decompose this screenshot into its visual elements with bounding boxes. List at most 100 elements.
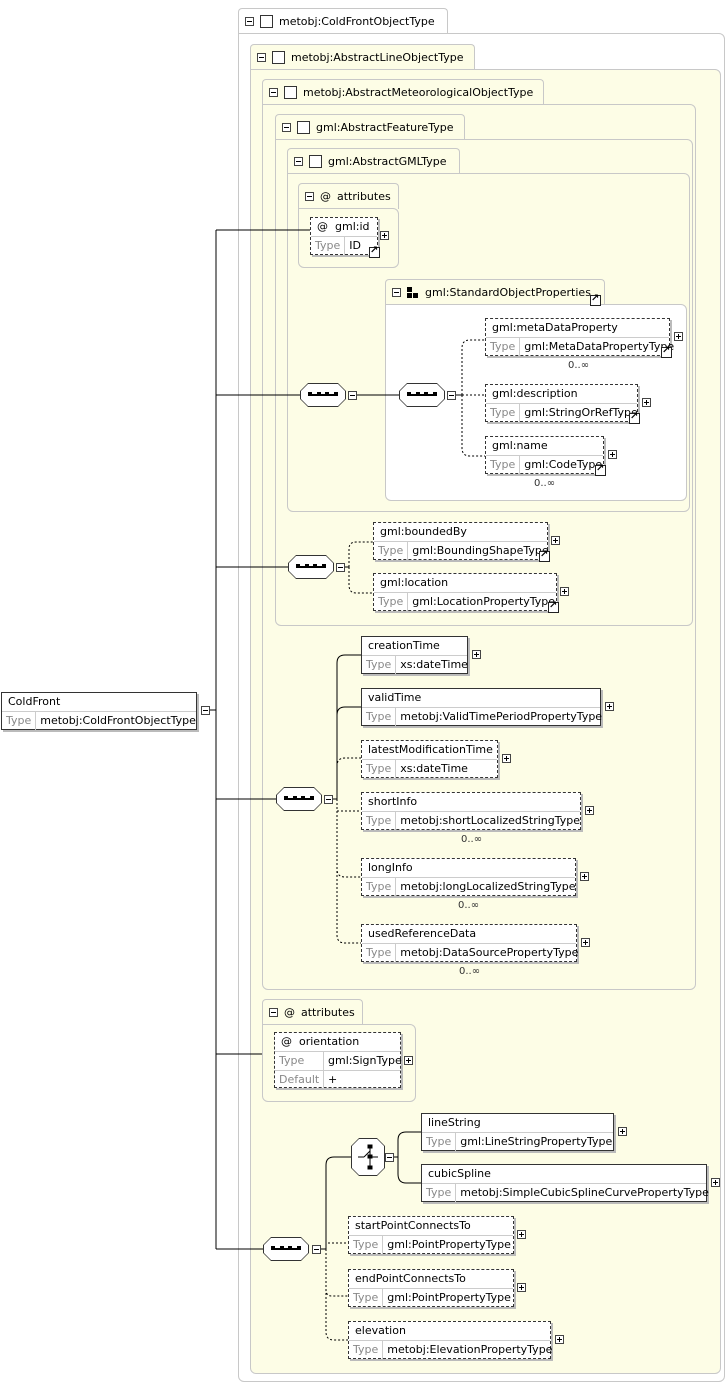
element-name: startPointConnectsTo xyxy=(355,1219,471,1232)
element-name: endPointConnectsTo xyxy=(355,1272,466,1285)
sequence-compositor[interactable] xyxy=(399,383,445,407)
element-name: gml:description xyxy=(492,387,578,400)
expand-icon[interactable] xyxy=(555,1335,564,1344)
link-arrow-icon[interactable] xyxy=(548,600,559,613)
collapse-icon[interactable] xyxy=(447,391,456,400)
choice-compositor[interactable] xyxy=(351,1138,385,1176)
expand-icon[interactable] xyxy=(404,1056,413,1065)
sequence-compositor[interactable] xyxy=(288,555,334,579)
expand-icon[interactable] xyxy=(502,754,511,763)
at-icon: @ xyxy=(284,1006,295,1019)
collapse-icon[interactable] xyxy=(245,17,254,26)
expand-icon[interactable] xyxy=(711,1178,720,1187)
attribute-default: + xyxy=(328,1073,338,1086)
link-arrow-icon[interactable] xyxy=(539,549,550,562)
expand-icon[interactable] xyxy=(517,1230,526,1239)
expand-icon[interactable] xyxy=(618,1127,627,1136)
cardinality: 0..∞ xyxy=(458,900,480,911)
collapse-icon[interactable] xyxy=(348,391,357,400)
collapse-icon[interactable] xyxy=(336,563,345,572)
type-label: Type xyxy=(311,237,346,255)
collapse-icon[interactable] xyxy=(324,795,333,804)
type-label: Type xyxy=(362,878,397,896)
element-type: gml:CodeType xyxy=(524,458,603,471)
element-type: metobj:DataSourcePropertyType xyxy=(400,946,579,959)
type-label: Type xyxy=(374,593,409,611)
tab-attributes[interactable]: @ attributes xyxy=(298,183,399,209)
expand-icon[interactable] xyxy=(674,332,683,341)
link-arrow-icon[interactable] xyxy=(661,345,672,358)
tab-attributes[interactable]: @ attributes xyxy=(262,999,363,1025)
element-name: elevation xyxy=(355,1324,406,1337)
collapse-icon[interactable] xyxy=(257,53,266,62)
element-name: gml:location xyxy=(380,576,449,589)
expand-icon[interactable] xyxy=(380,231,389,240)
collapse-icon[interactable] xyxy=(269,1008,278,1017)
expand-icon[interactable] xyxy=(608,450,617,459)
tab-standard-object-properties[interactable]: gml:StandardObjectProperties xyxy=(385,279,605,305)
expand-icon[interactable] xyxy=(580,872,589,881)
sequence-compositor[interactable] xyxy=(300,383,346,407)
type-label: Type xyxy=(362,812,397,830)
tab-abstract-gml-type[interactable]: gml:AbstractGMLType xyxy=(287,148,460,174)
collapse-icon[interactable] xyxy=(282,123,291,132)
expand-icon[interactable] xyxy=(560,587,569,596)
collapse-icon[interactable] xyxy=(305,192,314,201)
type-label: Type xyxy=(486,456,521,474)
element-type: metobj:ElevationPropertyType xyxy=(387,1343,553,1356)
expand-icon[interactable] xyxy=(585,806,594,815)
element-type: xs:dateTime xyxy=(400,762,468,775)
expand-icon[interactable] xyxy=(642,398,651,407)
type-label: Type xyxy=(422,1184,457,1202)
collapse-icon[interactable] xyxy=(392,288,401,297)
type-label: Type xyxy=(349,1236,384,1254)
link-arrow-icon[interactable] xyxy=(629,411,640,424)
tab-abstract-feature-type[interactable]: gml:AbstractFeatureType xyxy=(275,114,465,140)
link-arrow-icon[interactable] xyxy=(590,293,601,306)
at-icon: @ xyxy=(317,220,328,233)
expand-icon[interactable] xyxy=(581,938,590,947)
collapse-icon[interactable] xyxy=(269,88,278,97)
expand-icon[interactable] xyxy=(551,536,560,545)
region-title: attributes xyxy=(301,1006,355,1019)
collapse-icon[interactable] xyxy=(294,157,303,166)
type-label: Type xyxy=(349,1341,384,1359)
link-arrow-icon[interactable] xyxy=(369,245,380,258)
type-label: Type xyxy=(422,1133,457,1151)
attribute-type: gml:SignType xyxy=(328,1054,402,1067)
collapse-icon[interactable] xyxy=(312,1245,321,1254)
expand-icon[interactable] xyxy=(472,650,481,659)
sequence-compositor[interactable] xyxy=(276,787,322,811)
tab-abstract-line-object-type[interactable]: metobj:AbstractLineObjectType xyxy=(250,44,475,70)
collapse-icon[interactable] xyxy=(201,706,210,715)
tab-coldfront-object-type[interactable]: metobj:ColdFrontObjectType xyxy=(238,8,448,34)
collapse-icon[interactable] xyxy=(385,1153,394,1162)
expand-icon[interactable] xyxy=(605,702,614,711)
at-icon: @ xyxy=(281,1035,292,1048)
link-arrow-icon[interactable] xyxy=(595,463,606,476)
element-type: gml:LineStringPropertyType xyxy=(460,1135,613,1148)
attribute-name: gml:id xyxy=(335,220,370,233)
expand-icon[interactable] xyxy=(517,1283,526,1292)
tab-abstract-meteorological-object-type[interactable]: metobj:AbstractMeteorologicalObjectType xyxy=(262,79,544,105)
sequence-compositor[interactable] xyxy=(263,1237,309,1261)
